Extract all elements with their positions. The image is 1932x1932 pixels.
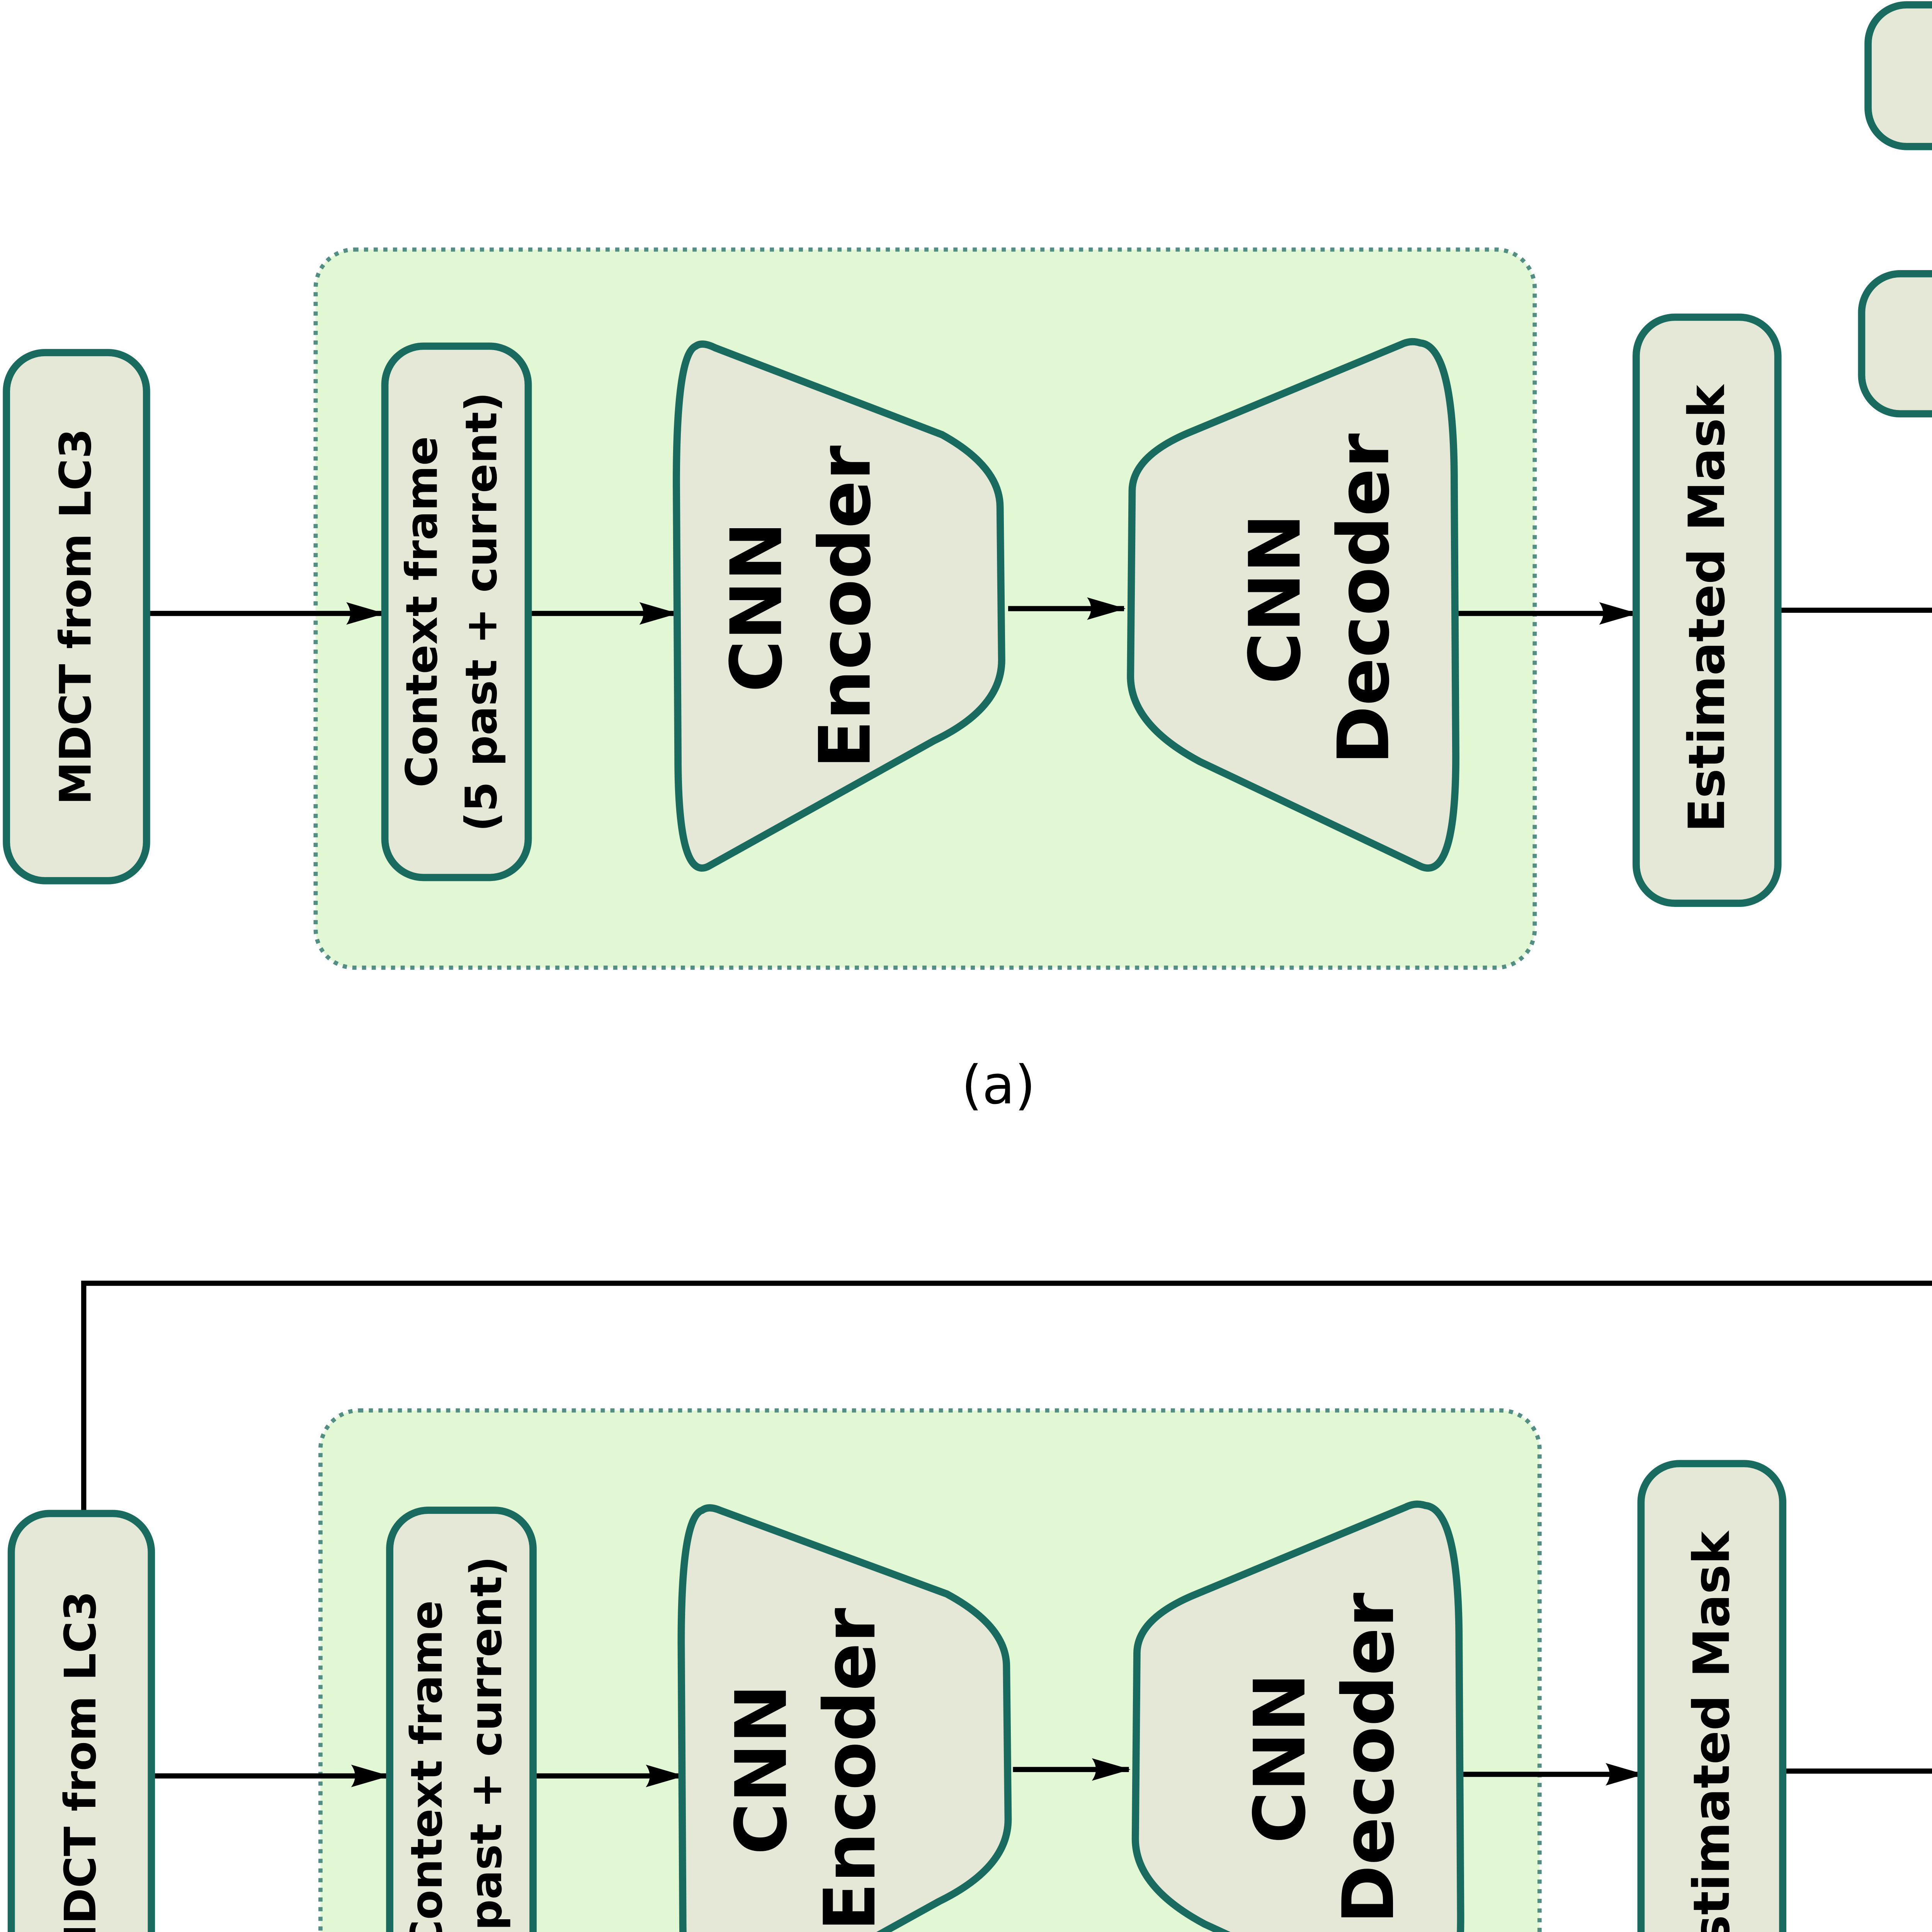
- cnn-decoder-node-a: CNN Decoder: [1127, 338, 1460, 872]
- cnn-encoder-node-b: CNN Encoder: [677, 1504, 1012, 1932]
- cnn-encoder-node-a: CNN Encoder: [673, 340, 1005, 872]
- encoder-label-line1-b: CNN: [721, 1684, 803, 1855]
- decoder-label-line2-b: Decoder: [1328, 1593, 1410, 1924]
- context-frame-label-line2-b: (5 past + current): [461, 1556, 512, 1932]
- skip-connection-b: [81, 1281, 1932, 1514]
- context-frame-label-line1-b: Context frame: [401, 1600, 452, 1932]
- decoder-label-line1-a: CNN: [1234, 514, 1316, 684]
- encoder-label-line2-b: Encoder: [809, 1608, 891, 1931]
- mask-label-b: Estimated Mask: [1683, 1530, 1741, 1932]
- context-frame-node-b: Context frame (5 past + current): [386, 1507, 537, 1932]
- encoder-label-line1-a: CNN: [716, 522, 798, 692]
- input-node-b: MDCT from LC3: [7, 1510, 155, 1932]
- panel-b: MDCT from LC3 Context frame (5 past + cu…: [7, 1281, 1932, 1932]
- cnn-decoder-node-b: CNN Decoder: [1131, 1500, 1464, 1932]
- context-frame-label-line1-a: Context frame: [396, 436, 447, 787]
- input-node-a: MDCT from LC3: [3, 349, 150, 884]
- caption-a: (a): [961, 1054, 1036, 1116]
- context-frame-node-a: Context frame (5 past + current): [381, 342, 532, 881]
- estimated-mask-node-b: Estimated Mask: [1637, 1460, 1787, 1932]
- estimated-mask-node-a: Estimated Mask: [1633, 313, 1782, 907]
- coded-speech-node-a: Coded Speech: [1864, 1, 1932, 150]
- decoder-label-line2-a: Decoder: [1323, 433, 1405, 764]
- decoder-label-line1-b: CNN: [1239, 1673, 1321, 1844]
- input-label-b: MDCT from LC3: [55, 1591, 106, 1932]
- panel-a: MDCT from LC3 Context frame (5 past + cu…: [3, 1, 1932, 1116]
- mask-label-a: Estimated Mask: [1678, 384, 1736, 832]
- mclt-node-a: MCLT: [1858, 270, 1932, 418]
- encoder-label-line2-a: Encoder: [804, 446, 887, 769]
- input-label-a: MDCT from LC3: [50, 429, 101, 805]
- context-frame-label-line2-a: (5 past + current): [456, 392, 507, 832]
